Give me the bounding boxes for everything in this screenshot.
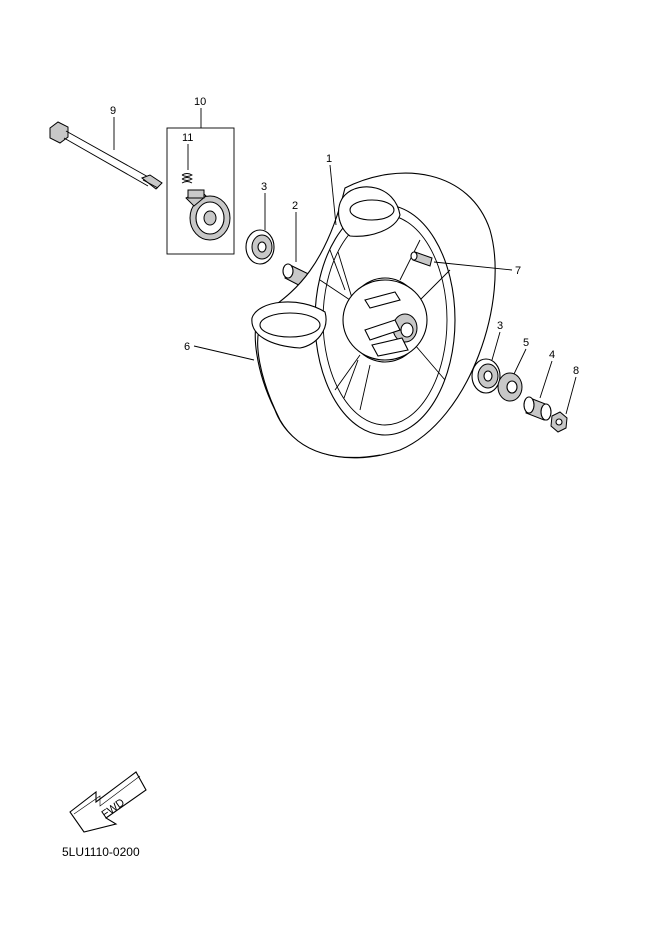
meter-gear-assembly-box xyxy=(166,127,235,255)
callout-2: 2 xyxy=(292,200,298,212)
forward-arrow-icon: FWD xyxy=(69,771,147,833)
callout-8: 8 xyxy=(573,365,579,377)
leader-lines xyxy=(113,108,577,415)
collar-part xyxy=(523,396,552,421)
callout-labels: 9 10 11 3 2 1 6 7 3 5 4 8 xyxy=(110,96,579,377)
gear-housing-part xyxy=(185,189,231,241)
callout-4: 4 xyxy=(549,349,555,361)
bearing-right-part xyxy=(471,358,501,394)
callout-6: 6 xyxy=(184,341,190,353)
bearing-left-part xyxy=(245,229,275,265)
nut-part xyxy=(550,411,568,433)
valve-part xyxy=(410,251,433,267)
oil-seal-part xyxy=(497,372,523,402)
wheel-assembly xyxy=(251,172,496,459)
callout-10: 10 xyxy=(194,96,206,108)
axle-bolt-part xyxy=(49,121,163,190)
callout-7: 7 xyxy=(515,265,521,277)
callout-3-left: 3 xyxy=(261,181,267,193)
diagram-code: 5LU1110-0200 xyxy=(62,845,140,859)
spring-part xyxy=(181,173,193,184)
callout-5: 5 xyxy=(523,337,529,349)
callout-3-right: 3 xyxy=(497,320,503,332)
callout-11: 11 xyxy=(182,132,193,144)
callout-1: 1 xyxy=(326,153,332,165)
callout-9: 9 xyxy=(110,105,116,117)
